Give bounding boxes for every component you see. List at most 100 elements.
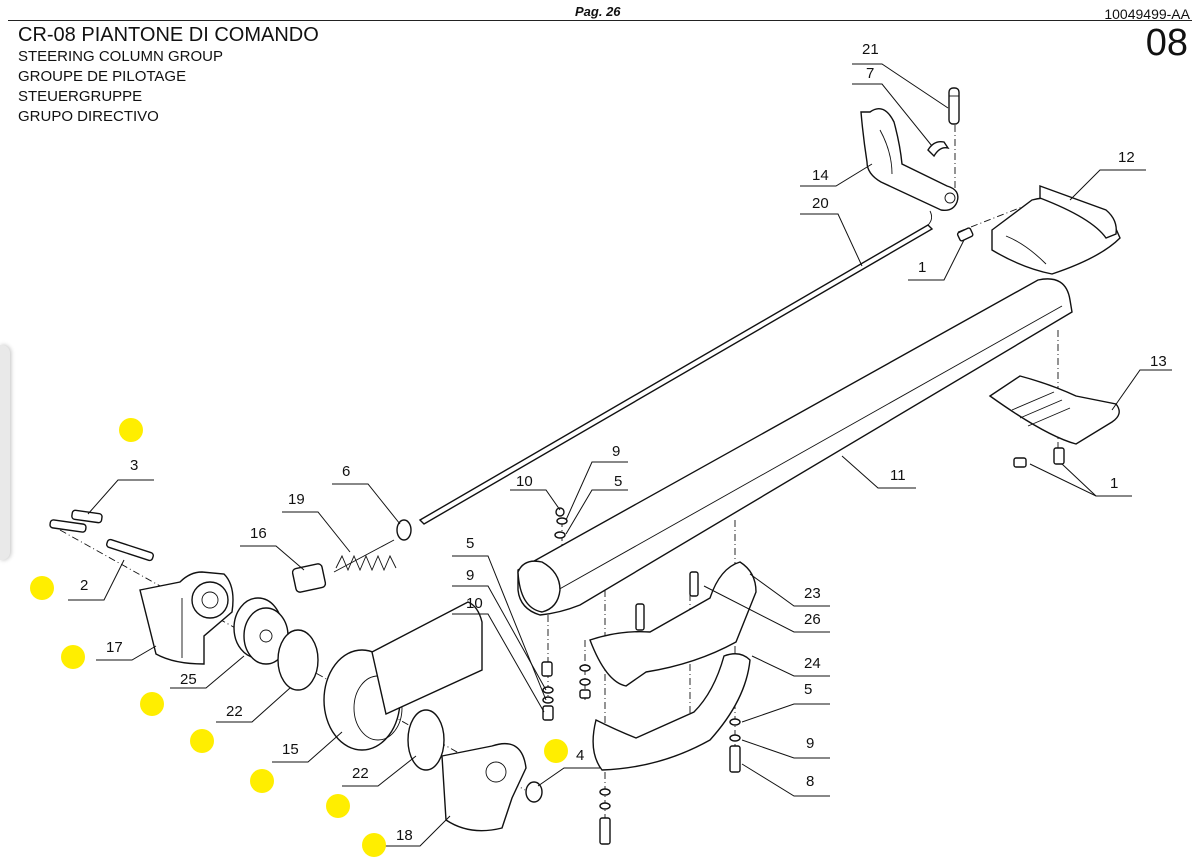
callout-9-upper: 9	[565, 443, 628, 521]
callout-3: 3	[87, 457, 154, 515]
callout-5-upper: 5	[565, 473, 628, 535]
svg-text:2: 2	[80, 577, 88, 594]
svg-text:23: 23	[804, 585, 821, 602]
fasteners-upper	[554, 507, 568, 539]
assembly-axes	[59, 125, 1059, 830]
callout-22-b: 22	[342, 755, 417, 787]
callout-1-lower: 1	[1029, 463, 1132, 497]
part-1-screws-lower	[1013, 447, 1065, 468]
svg-text:22: 22	[226, 703, 243, 720]
page-title: CR-08 PIANTONE DI COMANDO	[18, 24, 319, 46]
callout-9-right: 9	[741, 735, 830, 759]
part-15-housing	[323, 601, 483, 751]
part-22-ring-a	[277, 629, 319, 691]
marker	[61, 645, 85, 669]
document-code: 10049499-AA	[1104, 6, 1190, 22]
subtitle-fr: GROUPE DE PILOTAGE	[18, 68, 187, 85]
part-19-spring	[333, 539, 397, 573]
callout-7: 7	[852, 65, 933, 147]
marker	[140, 692, 164, 716]
svg-text:16: 16	[250, 525, 267, 542]
callout-5-mid: 5	[452, 535, 547, 701]
svg-text:8: 8	[806, 773, 814, 790]
svg-text:9: 9	[612, 443, 620, 460]
callout-5-right: 5	[741, 681, 830, 723]
callout-16: 16	[240, 525, 305, 571]
marker	[119, 418, 143, 442]
svg-text:3: 3	[130, 457, 138, 474]
callout-11: 11	[841, 455, 916, 489]
callout-6: 6	[332, 463, 401, 525]
callout-1-upper: 1	[908, 239, 965, 281]
svg-text:25: 25	[180, 671, 197, 688]
svg-text:19: 19	[288, 491, 305, 508]
callout-22-a: 22	[216, 687, 291, 723]
svg-text:14: 14	[812, 167, 829, 184]
svg-text:26: 26	[804, 611, 821, 628]
part-16-block	[291, 563, 327, 593]
callout-9-mid: 9	[452, 567, 547, 691]
svg-text:5: 5	[804, 681, 812, 698]
part-11-tube	[517, 278, 1073, 616]
callout-8: 8	[741, 763, 830, 797]
highlight-markers	[30, 418, 568, 857]
callout-20: 20	[800, 195, 863, 267]
svg-text:12: 12	[1118, 149, 1135, 166]
callout-24: 24	[751, 655, 830, 677]
part-13-bracket	[988, 375, 1120, 445]
callout-21: 21	[852, 41, 949, 109]
callout-10-upper: 10	[510, 473, 561, 511]
page-number: Pag. 26	[575, 4, 621, 19]
part-12-cover	[991, 185, 1121, 275]
callout-26: 26	[703, 585, 830, 633]
subtitle-en: STEERING COLUMN GROUP	[18, 48, 224, 65]
callout-17: 17	[96, 639, 157, 661]
part-20-rod	[418, 210, 934, 525]
callout-18: 18	[384, 815, 451, 847]
svg-text:18: 18	[396, 827, 413, 844]
callout-19: 19	[282, 491, 351, 553]
svg-text:24: 24	[804, 655, 821, 672]
marker	[250, 769, 274, 793]
fasteners-center	[541, 571, 741, 845]
callout-25: 25	[170, 655, 245, 689]
part-18-housing	[441, 742, 527, 832]
side-panel-handle[interactable]	[0, 345, 10, 560]
callout-2: 2	[68, 559, 125, 601]
svg-text:6: 6	[342, 463, 350, 480]
callout-13: 13	[1111, 353, 1172, 411]
svg-text:10: 10	[516, 473, 533, 490]
svg-text:7: 7	[866, 65, 874, 82]
svg-text:13: 13	[1150, 353, 1167, 370]
part-14-lever	[860, 108, 959, 212]
header-rule	[8, 20, 1192, 21]
marker	[30, 576, 54, 600]
subtitle-de: STEUERGRUPPE	[18, 88, 143, 105]
svg-text:5: 5	[466, 535, 474, 552]
callout-14: 14	[800, 163, 873, 187]
svg-text:9: 9	[806, 735, 814, 752]
svg-text:9: 9	[466, 567, 474, 584]
subtitle-es: GRUPO DIRECTIVO	[18, 108, 159, 125]
svg-text:5: 5	[614, 473, 622, 490]
marker	[362, 833, 386, 857]
marker	[190, 729, 214, 753]
callout-12: 12	[1069, 149, 1146, 201]
svg-text:22: 22	[352, 765, 369, 782]
part-6-washer	[396, 519, 412, 541]
part-21-pin	[948, 87, 960, 125]
marker	[326, 794, 350, 818]
svg-text:11: 11	[890, 467, 906, 484]
part-4-nut	[525, 781, 543, 803]
callout-10-mid: 10	[452, 595, 545, 713]
part-23-grip	[589, 561, 757, 687]
svg-text:10: 10	[466, 595, 483, 612]
part-25-roller	[233, 597, 289, 665]
svg-text:1: 1	[918, 259, 926, 276]
part-17-housing	[139, 571, 234, 665]
svg-text:21: 21	[862, 41, 879, 58]
part-3-pins	[49, 509, 154, 562]
marker	[544, 739, 568, 763]
svg-text:4: 4	[576, 747, 584, 764]
